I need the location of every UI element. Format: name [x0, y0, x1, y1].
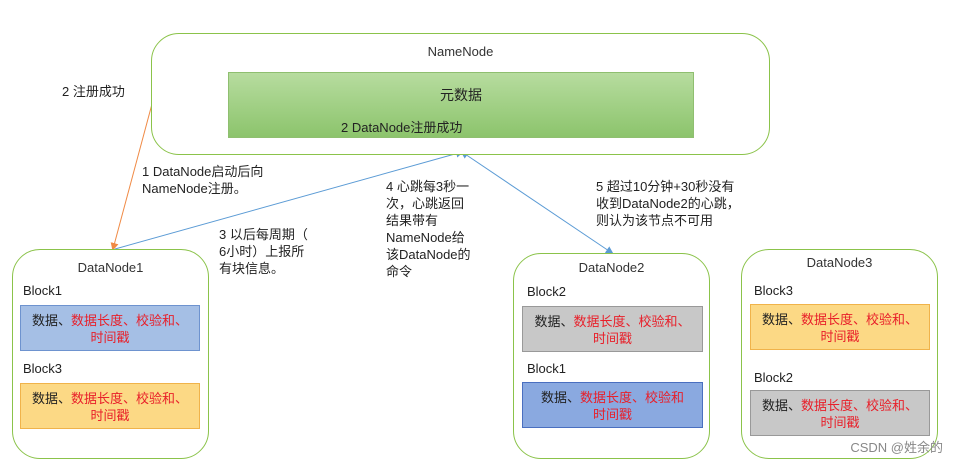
- namenode-box: NameNode 元数据 2 DataNode注册成功: [151, 33, 770, 155]
- datanode1-block3-label: Block3: [23, 361, 63, 376]
- register-arrow: [114, 149, 464, 250]
- datanode2-block1-label: Block1: [527, 361, 567, 376]
- datanode1-block1: 数据、数据长度、校验和、时间戳: [20, 305, 200, 351]
- heartbeat-arrow: [460, 150, 614, 255]
- register-success-arrow: [110, 103, 153, 251]
- datanode2-box: DataNode2 Block2 数据、数据长度、校验和、时间戳 Block1 …: [513, 253, 710, 459]
- metadata-title: 元数据: [440, 87, 482, 103]
- datanode3-block2: 数据、数据长度、校验和、时间戳: [750, 390, 930, 436]
- note-step4: 4 心跳每3秒一 次，心跳返回 结果带有 NameNode给 该DataNode…: [386, 179, 471, 279]
- watermark: CSDN @姓余的: [850, 440, 943, 455]
- namenode-title: NameNode: [427, 44, 494, 59]
- datanode2-title: DataNode2: [578, 260, 645, 275]
- datanode3-title: DataNode3: [806, 255, 873, 270]
- datanode2-block2: 数据、数据长度、校验和、时间戳: [522, 306, 703, 352]
- datanode1-block3: 数据、数据长度、校验和、时间戳: [20, 383, 200, 429]
- datanode1-title: DataNode1: [77, 260, 144, 275]
- datanode1-box: DataNode1 Block1 数据、数据长度、校验和、时间戳 Block3 …: [12, 249, 209, 459]
- note-step1: 1 DataNode启动后向 NameNode注册。: [142, 164, 264, 196]
- note-step5: 5 超过10分钟+30秒没有 收到DataNode2的心跳， 则认为该节点不可用: [596, 179, 740, 228]
- note-register-success: 2 注册成功: [62, 84, 125, 99]
- datanode3-block3-label: Block3: [754, 283, 794, 298]
- datanode2-block1: 数据、数据长度、校验和时间戳: [522, 382, 703, 428]
- datanode1-block1-label: Block1: [23, 283, 63, 298]
- note-step3: 3 以后每周期（ 6小时）上报所 有块信息。: [219, 227, 308, 276]
- metadata-box: 元数据 2 DataNode注册成功: [228, 72, 694, 138]
- datanode3-block3: 数据、数据长度、校验和、时间戳: [750, 304, 930, 350]
- metadata-subtitle: 2 DataNode注册成功: [341, 120, 463, 135]
- datanode2-block2-label: Block2: [527, 284, 567, 299]
- datanode3-box: DataNode3 Block3 数据、数据长度、校验和、时间戳 Block2 …: [741, 249, 938, 459]
- datanode3-block2-label: Block2: [754, 370, 794, 385]
